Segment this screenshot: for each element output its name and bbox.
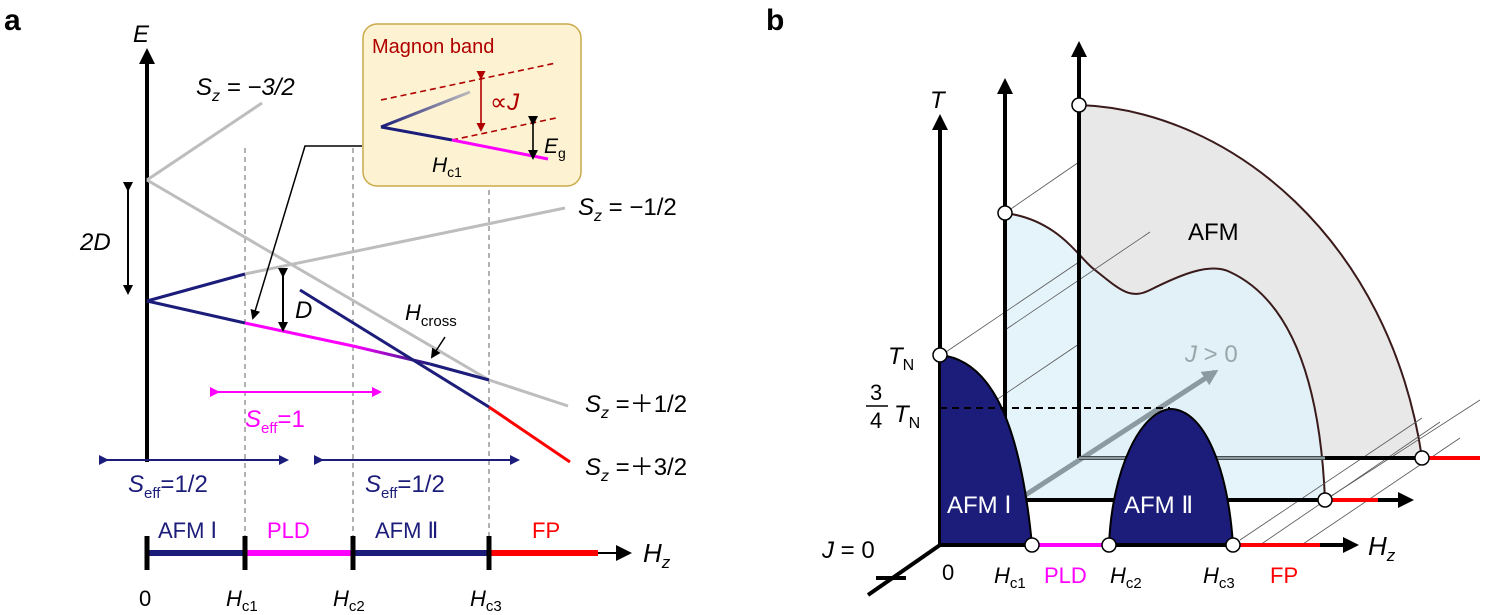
level-m32-upper [146, 101, 263, 182]
level-m12-upper-gray [244, 206, 566, 276]
inset-propj-label: ∝J [490, 89, 520, 116]
b-tick-hc2: Hc2 [1110, 563, 1142, 592]
inset-title: Magnon band [372, 36, 494, 58]
level-m12-line [146, 178, 490, 382]
d-label: D [295, 297, 312, 324]
phase-label-afm2: AFM Ⅱ [375, 518, 438, 543]
h-cross-label: Hcross [405, 300, 457, 330]
phase-ticks [144, 536, 492, 570]
panel-a: a E 2D D Sz = −3/2 Sz = −1/2 [4, 4, 687, 615]
frac-num: 3 [870, 380, 882, 405]
j-depth-axis [866, 543, 942, 597]
sz-m32-label: Sz = −3/2 [196, 74, 295, 105]
mid-afm-region [1005, 213, 1325, 500]
panel-b: b T J > 0 [766, 4, 1481, 597]
two-d-label: 2D [79, 229, 111, 256]
b-tick-fp: FP [1270, 563, 1298, 588]
level-p12-gray [488, 378, 569, 408]
level-navy-cross-2 [299, 288, 490, 409]
inset-box [362, 23, 582, 187]
svg-text:TN: TN [894, 401, 920, 432]
tick-hc2: Hc2 [333, 586, 365, 615]
three-quarter-tn-label: 3 4 TN [866, 380, 920, 433]
phase-label-fp: FP [532, 518, 560, 543]
critical-field-guides [244, 148, 490, 540]
sz-m12-label: Sz = −1/2 [578, 194, 677, 225]
level-navy-fade [245, 274, 300, 290]
panel-b-label: b [766, 4, 784, 37]
perspective-lines [939, 161, 1481, 547]
inset-pointer [250, 145, 362, 320]
phase-bar: AFM Ⅰ PLD AFM Ⅱ FP Hz 0 Hc1 Hc2 Hc3 [139, 518, 671, 615]
inset-level-upper [380, 90, 471, 129]
phase-label-pld: PLD [267, 518, 310, 543]
afm2-label: AFM Ⅱ [1124, 492, 1193, 519]
b-tick-pld: PLD [1044, 563, 1087, 588]
level-p32-red [488, 405, 571, 464]
phase-axis-label: Hz [643, 538, 671, 572]
b-tick-hc1: Hc1 [994, 563, 1026, 592]
afm2-dome [1107, 407, 1235, 546]
sz-p12-label: Sz =＋1/2 [585, 391, 687, 422]
level-lower-navy [146, 299, 246, 325]
level-cross-navy [429, 362, 490, 382]
seff-one-label: Seff=1 [245, 406, 305, 437]
afm-outer-label: AFM [1188, 219, 1239, 246]
back-afm-boundary [1078, 104, 1423, 459]
tn-label: TN [888, 343, 914, 374]
panel-a-label: a [4, 4, 21, 37]
j-pos-label: J > 0 [1184, 341, 1238, 368]
level-pld-magenta [244, 321, 354, 348]
energy-axis-label: E [133, 21, 150, 48]
tick-hc1: Hc1 [226, 586, 258, 615]
b-tick-hc3: Hc3 [1203, 563, 1235, 592]
t-axis-label: T [930, 87, 947, 114]
inset-level-lower-navy [380, 125, 453, 142]
seff-half-right-label: Seff=1/2 [365, 471, 445, 502]
inset-band-lower [451, 117, 557, 141]
origin-label: 0 [942, 560, 954, 585]
hz-label: Hz [1368, 531, 1396, 565]
tick-0: 0 [139, 586, 151, 611]
level-magenta-fade [352, 344, 431, 366]
seff-half-left-label: Seff=1/2 [128, 471, 208, 502]
afm1-dome [939, 353, 1034, 546]
phase-point-markers [932, 97, 1430, 553]
frac-den: 4 [870, 408, 882, 433]
j-zero-label: J = 0 [821, 537, 875, 564]
mid-afm-boundary [1004, 212, 1326, 501]
phase-label-afm1: AFM Ⅰ [158, 518, 217, 543]
j-pos-arrow [1008, 369, 1219, 508]
sz-p32-label: Sz =＋3/2 [585, 454, 687, 485]
h-cross-arrow [430, 336, 446, 359]
tick-hc3: Hc3 [470, 586, 502, 615]
afm1-label: AFM Ⅰ [947, 492, 1011, 519]
level-upper-navy [146, 272, 246, 303]
